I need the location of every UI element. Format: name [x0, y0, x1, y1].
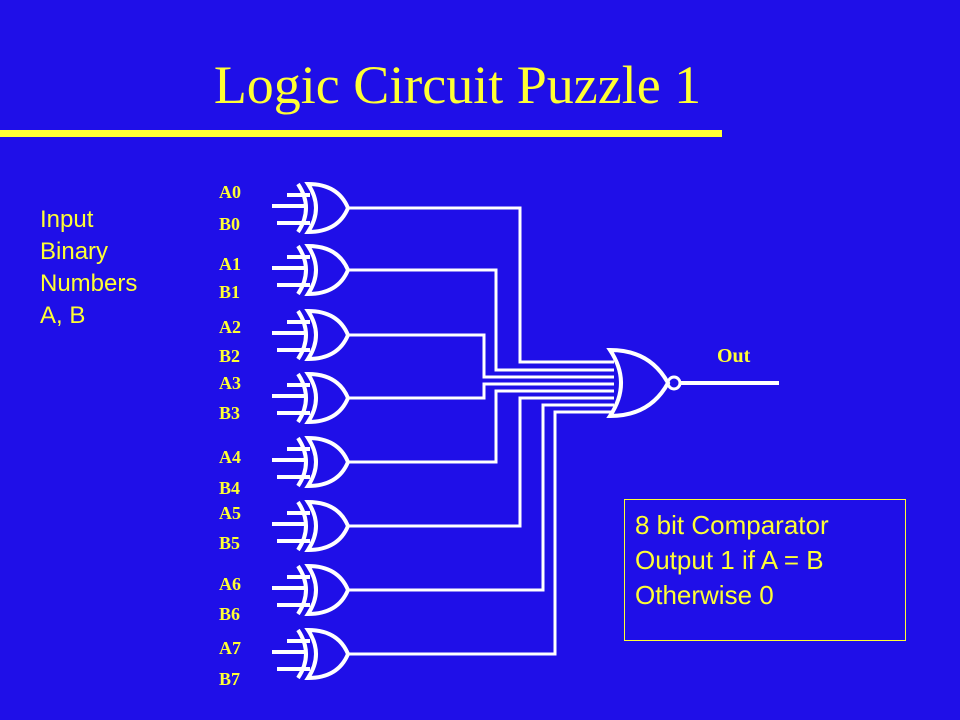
xor-extra-arc: [296, 436, 308, 488]
xor-output-wire: [348, 410, 614, 656]
info-line: 8 bit Comparator: [635, 510, 829, 540]
input-label-b: B3: [219, 403, 240, 423]
xor-output-wire: [348, 268, 614, 372]
xor-extra-arc: [296, 372, 308, 424]
input-label-a: A7: [219, 638, 241, 658]
xor-body: [304, 181, 351, 235]
input-label-b: B5: [219, 533, 240, 553]
xor-body: [304, 563, 351, 617]
xor-output-wire: [348, 389, 614, 464]
xor-gate-2: [272, 308, 614, 379]
xor-gate-0: [272, 181, 614, 364]
input-label-a: A6: [219, 574, 241, 594]
xor-gate-4: [272, 389, 614, 489]
input-label-a: A1: [219, 254, 241, 274]
input-note-line: A, B: [40, 302, 86, 329]
info-line: Otherwise 0: [635, 580, 774, 610]
xor-gate-7: [272, 410, 614, 681]
title-underline: [0, 130, 722, 137]
slide-title: Logic Circuit Puzzle 1: [213, 55, 702, 115]
xor-output-wire: [348, 206, 614, 364]
input-label-b: B0: [219, 214, 240, 234]
xor-gate-1: [272, 243, 614, 372]
xor-extra-arc: [296, 309, 308, 361]
xor-extra-arc: [296, 500, 308, 552]
xor-output-wire: [348, 396, 614, 528]
output-label: Out: [717, 345, 751, 367]
input-label-a: A0: [219, 182, 241, 202]
input-note-line: Input: [40, 206, 94, 233]
xor-body: [304, 627, 351, 681]
xor-extra-arc: [296, 628, 308, 680]
xor-extra-arc: [296, 564, 308, 616]
input-note-line: Numbers: [40, 270, 138, 297]
input-note-line: Binary: [40, 238, 109, 265]
xor-extra-arc: [296, 182, 308, 234]
xor-body: [304, 371, 351, 425]
input-label-b: B7: [219, 669, 240, 689]
xor-body: [304, 435, 351, 489]
xor-body: [304, 308, 351, 362]
xor-gate-3: [272, 371, 614, 425]
nor-body: [606, 347, 671, 419]
xor-gate-5: [272, 396, 614, 553]
xor-body: [304, 499, 351, 553]
input-label-a: A4: [219, 447, 241, 467]
input-label-a: A2: [219, 317, 241, 337]
input-description: Input Binary Numbers A, B: [40, 204, 137, 332]
xor-body: [304, 243, 351, 297]
comparator-info-box: 8 bit Comparator Output 1 if A = B Other…: [624, 499, 906, 641]
input-label-a: A3: [219, 373, 241, 393]
input-label-b: B6: [219, 604, 240, 624]
input-label-b: B4: [219, 478, 240, 498]
xor-gate-6: [272, 403, 614, 617]
input-label-b: B1: [219, 282, 240, 302]
xor-extra-arc: [296, 244, 308, 296]
xor-output-wire: [348, 333, 614, 379]
info-line: Output 1 if A = B: [635, 545, 824, 575]
xor-output-wire: [348, 382, 614, 400]
xor-output-wire: [348, 403, 614, 592]
input-label-a: A5: [219, 503, 241, 523]
nor-gate: [606, 347, 779, 419]
input-label-b: B2: [219, 346, 240, 366]
